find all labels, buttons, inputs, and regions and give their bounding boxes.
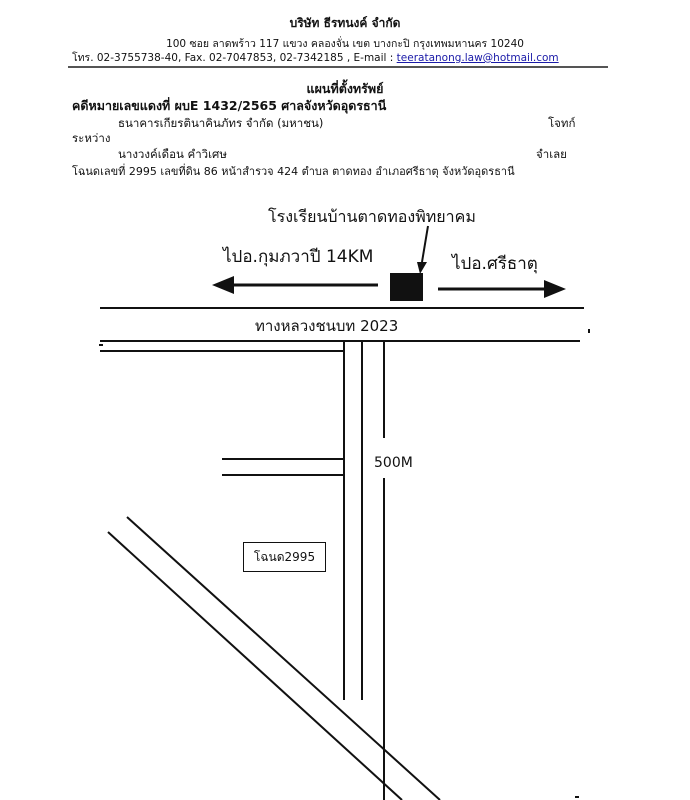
school-marker (390, 273, 423, 301)
diagonal-road-upper-edge (126, 516, 441, 800)
direction-right-label: ไปอ.ศรีธาตุ (452, 254, 538, 274)
plaintiff-role: โจทก์ (548, 116, 576, 130)
arrow-left-head (212, 276, 234, 294)
between-label: ระหว่าง (72, 131, 111, 145)
highway-label: ทางหลวงชนบท 2023 (255, 317, 399, 335)
map-dot-right (588, 329, 590, 333)
school-pointer-arrowhead (417, 262, 427, 274)
defendant-name: นางวงค์เดือน คำวิเศษ (118, 147, 227, 161)
defendant-role: จำเลย (536, 147, 567, 161)
company-contact: โทร. 02-3755738-40, Fax. 02-7047853, 02-… (72, 49, 559, 66)
map-dot-bottom-right (575, 796, 579, 798)
company-name: บริษัท ธีรทนงค์ จำกัด (289, 16, 401, 30)
school-pointer-line (421, 225, 429, 263)
arrow-right-head (544, 280, 566, 298)
plaintiff-name: ธนาคารเกียรตินาคินภัทร จำกัด (มหาชน) (118, 116, 324, 130)
distance-label: 500M (374, 455, 413, 471)
map-dot-top-left (99, 344, 103, 346)
diagonal-road-lower-edge (107, 531, 403, 800)
company-address: 100 ซอย ลาดพร้าว 117 แขวง คลองจั่น เขต บ… (166, 38, 524, 50)
email-link[interactable]: teeratanong.law@hotmail.com (396, 52, 559, 64)
direction-left-label: ไปอ.กุมภวาปี 14KM (223, 247, 374, 267)
deed-details: โฉนดเลขที่ 2995 เลขที่ดิน 86 หน้าสำรวจ 4… (72, 165, 515, 178)
school-label: โรงเรียนบ้านตาดทองพิทยาคม (268, 207, 476, 226)
header-divider (68, 66, 608, 68)
case-number: คดีหมายเลขแดงที่ ผบE 1432/2565 ศาลจังหวั… (72, 98, 387, 113)
document-title: แผนที่ตั้งทรัพย์ (306, 81, 384, 96)
deed-plot-label: โฉนด2995 (243, 542, 326, 572)
contact-phone-fax: โทร. 02-3755738-40, Fax. 02-7047853, 02-… (72, 52, 397, 64)
